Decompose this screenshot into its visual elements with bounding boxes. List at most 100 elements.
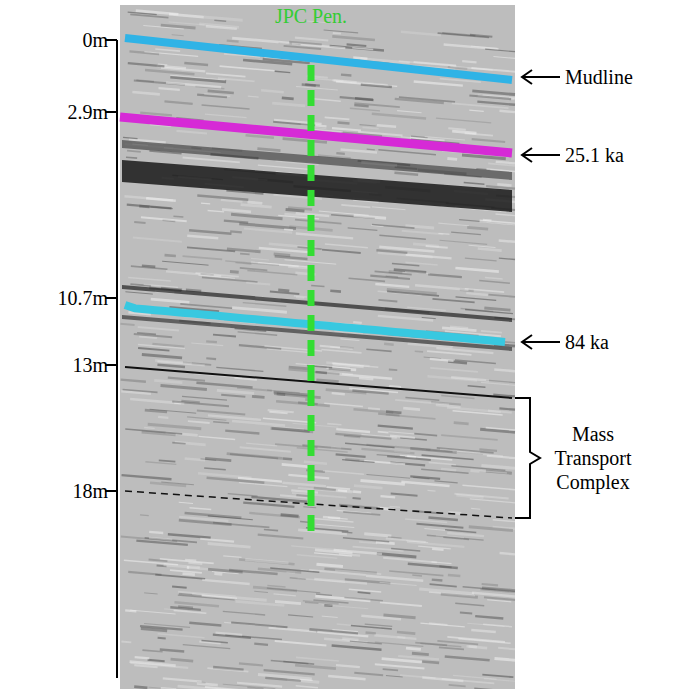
texture-stroke: [158, 634, 205, 638]
texture-stroke: [432, 578, 443, 581]
texture-stroke: [336, 490, 361, 492]
texture-stroke: [208, 91, 234, 93]
texture-stroke: [395, 447, 431, 450]
texture-stroke: [164, 101, 192, 103]
texture-stroke: [198, 473, 252, 478]
texture-stroke: [133, 238, 182, 242]
horizon-label: 25.1 ka: [565, 143, 624, 167]
texture-stroke: [386, 415, 436, 419]
texture-stroke: [376, 250, 407, 253]
texture-stroke: [499, 111, 515, 112]
texture-stroke: [187, 417, 226, 420]
texture-stroke: [342, 460, 374, 463]
texture-stroke: [240, 447, 291, 451]
texture-stroke: [406, 648, 421, 649]
texture-stroke: [296, 657, 339, 661]
texture-stroke: [224, 221, 248, 223]
texture-stroke: [161, 25, 196, 28]
texture-stroke: [467, 227, 488, 229]
texture-stroke: [232, 38, 289, 43]
texture-stroke: [315, 550, 353, 553]
texture-stroke: [274, 254, 290, 255]
texture-stroke: [207, 668, 248, 671]
texture-stroke: [140, 514, 149, 516]
texture-stroke: [284, 260, 336, 264]
depth-axis: [116, 40, 118, 678]
texture-stroke: [377, 554, 417, 557]
texture-stroke: [176, 131, 207, 134]
texture-stroke: [296, 86, 338, 90]
texture-stroke: [453, 675, 497, 679]
texture-stroke: [471, 68, 515, 72]
texture-stroke: [125, 292, 152, 294]
texture-stroke: [487, 600, 511, 602]
mtc-top: [125, 367, 512, 398]
texture-stroke: [379, 235, 425, 239]
texture-stroke: [392, 263, 419, 265]
texture-stroke: [472, 593, 515, 597]
texture-stroke: [454, 423, 469, 424]
texture-stroke: [324, 30, 359, 33]
texture-stroke: [144, 284, 178, 287]
texture-stroke: [317, 632, 368, 636]
texture-stroke: [207, 478, 265, 483]
texture-stroke: [383, 615, 415, 618]
texture-stroke: [403, 408, 420, 409]
texture-stroke: [246, 283, 270, 285]
texture-stroke: [174, 610, 207, 613]
texture-stroke: [414, 62, 456, 66]
texture-stroke: [462, 61, 476, 62]
texture-stroke: [183, 158, 240, 163]
texture-stroke: [304, 462, 327, 464]
texture-stroke: [254, 591, 268, 592]
texture-stroke: [169, 22, 205, 25]
texture-stroke: [353, 321, 362, 324]
texture-stroke: [340, 97, 374, 100]
texture-stroke: [303, 507, 316, 508]
texture-stroke: [442, 328, 476, 331]
texture-stroke: [127, 205, 172, 209]
texture-stroke: [410, 476, 440, 479]
texture-stroke: [206, 340, 217, 343]
texture-stroke: [349, 589, 381, 592]
texture-stroke: [499, 258, 515, 259]
texture-stroke: [327, 424, 341, 425]
texture-stroke: [291, 546, 346, 551]
bracket: [515, 398, 540, 518]
texture-stroke: [296, 686, 318, 688]
texture-stroke: [447, 533, 484, 536]
texture-stroke: [223, 611, 265, 615]
texture-stroke: [336, 429, 370, 432]
texture-stroke: [197, 683, 218, 685]
texture-stroke: [267, 349, 309, 353]
texture-stroke: [130, 610, 175, 614]
texture-stroke: [305, 84, 320, 85]
texture-stroke: [183, 645, 230, 649]
texture-stroke: [142, 650, 162, 652]
texture-stroke: [426, 246, 448, 248]
texture-stroke: [135, 657, 150, 658]
texture-stroke: [482, 675, 513, 678]
texture-stroke: [432, 548, 443, 551]
texture-stroke: [465, 289, 504, 292]
texture-stroke: [128, 572, 161, 575]
texture-stroke: [171, 659, 194, 661]
texture-stroke: [354, 409, 394, 412]
texture-stroke: [128, 63, 165, 66]
texture-stroke: [138, 345, 185, 349]
texture-stroke: [227, 454, 282, 459]
texture-stroke: [126, 156, 137, 159]
texture-stroke: [488, 411, 512, 413]
texture-stroke: [376, 542, 395, 544]
texture-stroke: [201, 640, 227, 642]
texture-stroke: [401, 32, 441, 35]
texture-stroke: [339, 374, 392, 378]
texture-stroke: [272, 428, 310, 431]
texture-stroke: [180, 304, 232, 308]
texture-stroke: [239, 559, 295, 564]
texture-stroke: [221, 395, 245, 397]
texture-stroke: [365, 624, 392, 626]
texture-stroke: [420, 623, 464, 627]
texture-stroke: [188, 421, 210, 423]
texture-stroke: [415, 285, 468, 290]
